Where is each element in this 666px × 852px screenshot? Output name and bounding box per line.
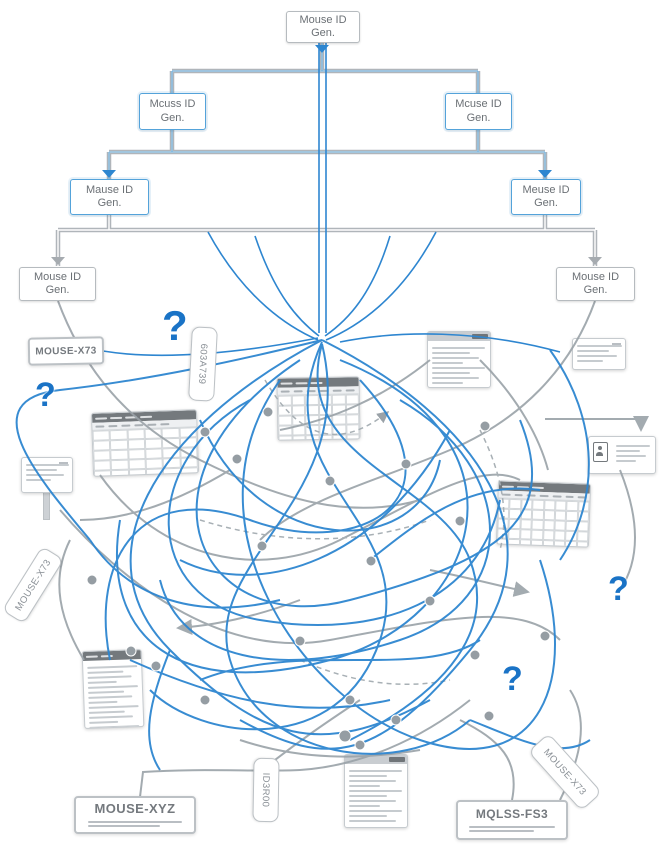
tag-mouse-x73-left[interactable]: MOUSE-X73 bbox=[1, 545, 65, 625]
table-grid bbox=[496, 498, 590, 548]
report-header-bar bbox=[345, 755, 407, 764]
list-card-top-right bbox=[427, 331, 491, 388]
tag-text: ID3R00 bbox=[260, 772, 272, 808]
tag-text: 603A739 bbox=[196, 343, 210, 385]
id-badge-icon bbox=[593, 442, 608, 462]
report-card-bottom-center bbox=[344, 754, 408, 828]
table-card-left bbox=[90, 409, 200, 477]
id-badge-card bbox=[588, 436, 656, 474]
report-card-bottom-left bbox=[81, 648, 145, 730]
arrow-down-icon bbox=[588, 257, 602, 265]
tree-node-level3-left[interactable]: Mause ID Gen. bbox=[70, 179, 149, 215]
tag-id3r00[interactable]: ID3R00 bbox=[252, 757, 280, 823]
tree-node-level4-right[interactable]: Mouse ID Gen. bbox=[556, 267, 635, 301]
label-underline-bars bbox=[468, 824, 556, 834]
table-card-right bbox=[495, 480, 592, 548]
document-card-right bbox=[572, 338, 626, 370]
tag-603a739[interactable]: 603A739 bbox=[188, 326, 218, 402]
table-grid bbox=[92, 427, 199, 477]
tree-node-level2-right[interactable]: Mcuse ID Gen. bbox=[445, 93, 512, 130]
arrow-down-icon bbox=[51, 257, 65, 265]
question-mark-icon: ? bbox=[162, 302, 188, 349]
label-text: MQLSS-FS3 bbox=[475, 806, 549, 821]
label-box-mqlss-fs3[interactable]: MQLSS-FS3 bbox=[456, 800, 568, 840]
label-box-mouse-x73[interactable]: MOUSE-X73 bbox=[27, 336, 105, 366]
table-grid bbox=[277, 394, 360, 441]
tag-text: MOUSE-X73 bbox=[12, 557, 54, 613]
tree-node-level2-left[interactable]: Mcuss ID Gen. bbox=[139, 93, 206, 130]
question-mark-icon: ? bbox=[502, 660, 523, 698]
document-card-left bbox=[21, 457, 73, 493]
arrow-down-icon bbox=[102, 170, 116, 178]
document-corner-mark bbox=[59, 462, 68, 464]
arrow-down-icon bbox=[538, 170, 552, 178]
tree-node-root[interactable]: Mouse ID Gen. bbox=[286, 11, 360, 43]
list-rows bbox=[428, 341, 490, 387]
report-rows bbox=[83, 659, 143, 729]
label-underline-bars bbox=[87, 819, 183, 829]
tree-node-level4-left[interactable]: Mouse ID Gen. bbox=[19, 267, 96, 301]
tag-text: MOUSE-X73 bbox=[541, 746, 589, 798]
arrow-down-icon bbox=[315, 45, 329, 53]
table-card-center bbox=[276, 376, 361, 441]
report-rows bbox=[345, 764, 407, 824]
label-text: MOUSE-XYZ bbox=[94, 801, 176, 816]
tree-connectors bbox=[51, 42, 602, 266]
document-corner-mark bbox=[612, 343, 621, 345]
list-header-bar bbox=[428, 332, 490, 341]
tree-node-level3-right[interactable]: Meuse ID Gen. bbox=[511, 179, 581, 215]
question-mark-icon: ? bbox=[608, 570, 629, 608]
question-mark-icon: ? bbox=[35, 376, 56, 414]
id-badge-text-lines bbox=[612, 442, 651, 462]
signpost-pole bbox=[43, 490, 50, 520]
label-text: MOUSE-X73 bbox=[35, 344, 97, 358]
label-box-mouse-xyz[interactable]: MOUSE-XYZ bbox=[74, 796, 196, 834]
